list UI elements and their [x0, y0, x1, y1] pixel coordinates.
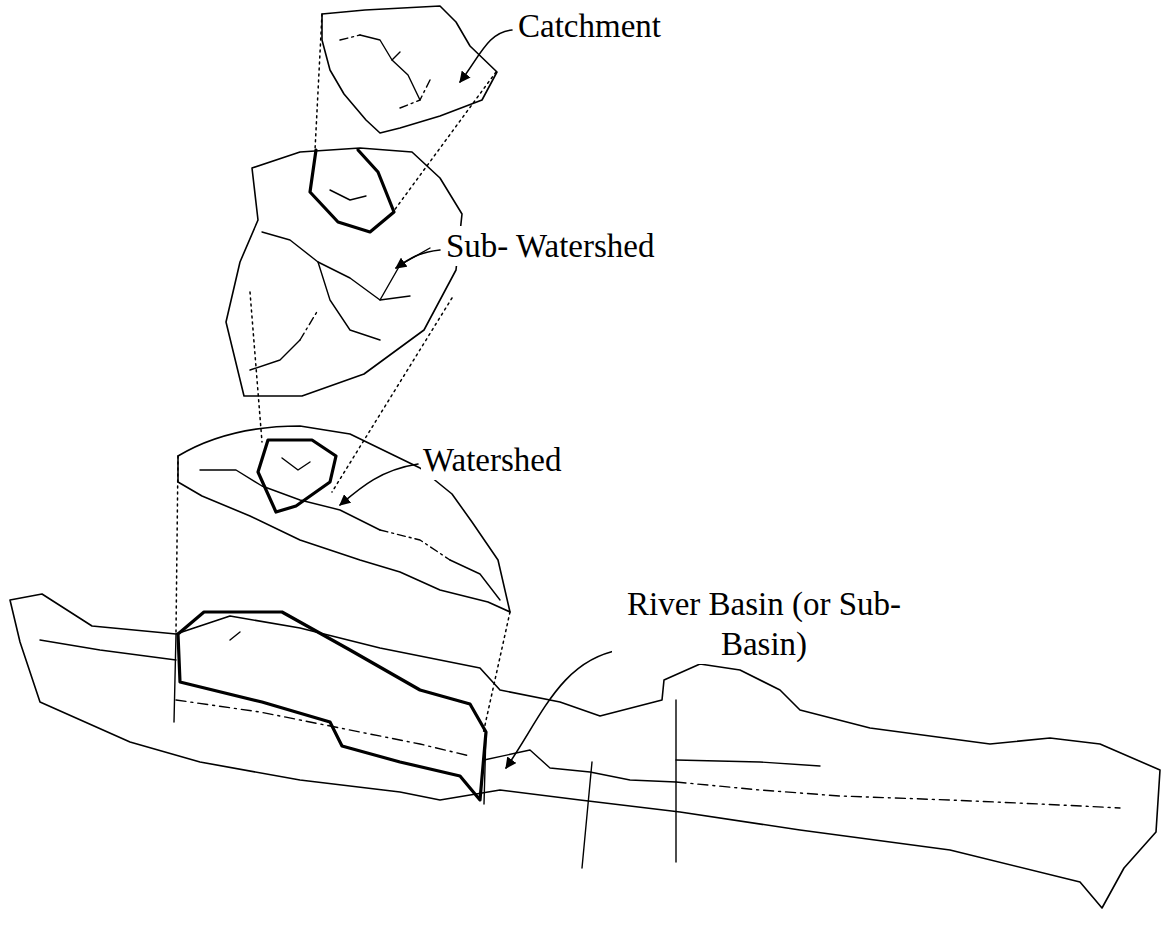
label-holder: River Basin (or Sub-Basin) — [612, 584, 916, 664]
river-basin-outline — [10, 594, 1160, 908]
leader-arrow — [340, 464, 418, 505]
stream — [230, 632, 240, 640]
sub-basin-divide — [174, 634, 176, 722]
stream — [282, 458, 310, 470]
stream — [450, 560, 500, 600]
projection-line — [483, 612, 510, 734]
stream — [392, 52, 400, 60]
river-basin-highlight — [178, 612, 486, 800]
sub-watershed-outline — [226, 148, 462, 396]
stream — [200, 470, 380, 530]
callout-label: River Basin (or Sub-Basin) — [612, 584, 916, 664]
stream — [40, 640, 176, 660]
stream — [484, 750, 676, 782]
callout-label: Sub- Watershed — [444, 226, 656, 266]
stream — [330, 190, 366, 200]
watershed-highlight — [258, 440, 336, 512]
callout-label: Catchment — [516, 6, 663, 46]
label-holder: Sub- Watershed — [444, 226, 656, 266]
catchment-outline — [322, 6, 497, 133]
projection-line — [393, 72, 496, 212]
stream — [676, 760, 820, 766]
leader-arrow — [506, 650, 620, 768]
stream — [250, 340, 300, 370]
stream — [340, 35, 360, 40]
stream — [380, 248, 430, 300]
stream — [360, 35, 420, 100]
sub-basin-divide — [675, 700, 676, 862]
stream — [300, 310, 318, 340]
projection-line — [315, 14, 322, 150]
sub-watershed-highlight — [310, 150, 394, 232]
stream — [400, 80, 430, 108]
label-holder: Catchment — [516, 6, 663, 46]
stream — [318, 262, 380, 340]
sub-basin-divide — [582, 762, 592, 868]
leader-arrow — [460, 30, 512, 82]
stream — [176, 700, 470, 756]
stream — [676, 782, 1120, 808]
stream — [380, 530, 450, 560]
projection-lines — [176, 14, 510, 734]
callout-label: Watershed — [421, 440, 563, 480]
sub-basin-divide — [484, 732, 486, 804]
leader-arrow — [396, 250, 440, 268]
stream — [262, 232, 410, 300]
label-holder: Watershed — [421, 440, 563, 480]
